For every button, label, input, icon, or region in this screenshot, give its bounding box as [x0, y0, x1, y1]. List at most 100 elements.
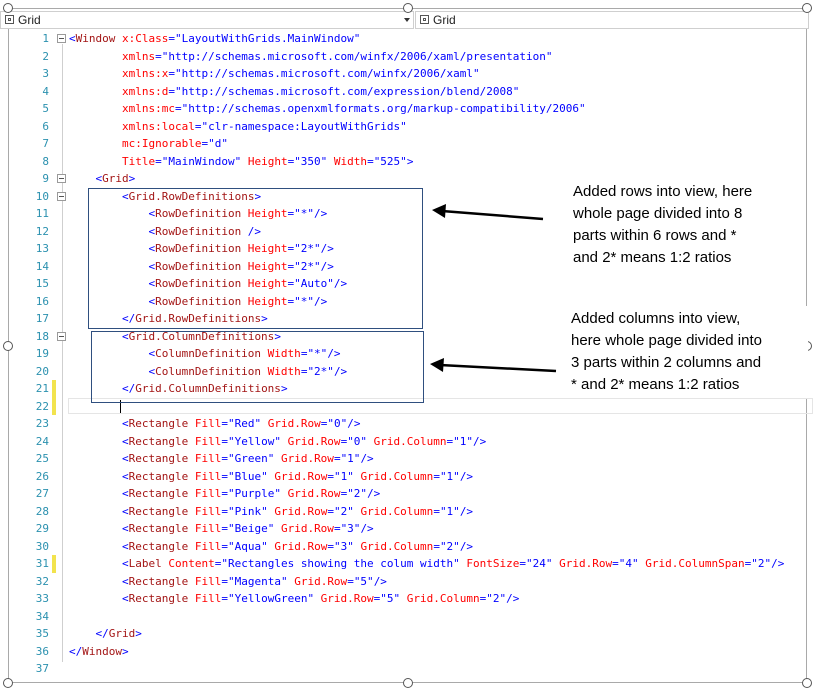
element-scope-label: Grid — [18, 13, 41, 27]
code-line[interactable]: 9 <Grid> — [0, 170, 815, 188]
line-number: 11 — [35, 207, 49, 220]
line-number: 5 — [42, 102, 49, 115]
code-text: xmlns:d="http://schemas.microsoft.com/ex… — [69, 83, 519, 101]
code-token: Grid.ColumnSpan — [638, 557, 745, 570]
code-token: Grid.Row — [261, 417, 321, 430]
code-token: = — [433, 539, 440, 553]
code-line[interactable]: 8 Title="MainWindow" Height="350" Width=… — [0, 153, 815, 171]
line-number: 24 — [35, 434, 49, 448]
code-text: <RowDefinition Height="2*"/> — [69, 258, 333, 276]
code-line[interactable]: 23 <Rectangle Fill="Red" Grid.Row="0"/> — [0, 415, 815, 433]
code-line[interactable]: 18 <Grid.ColumnDefinitions> — [0, 328, 815, 346]
code-token: = — [221, 452, 228, 465]
member-scope-dropdown[interactable]: Grid — [415, 11, 809, 29]
collapse-icon[interactable] — [57, 331, 66, 341]
code-token: < — [69, 207, 156, 220]
line-number: 3 — [42, 67, 49, 80]
code-line[interactable]: 15 <RowDefinition Height="Auto"/> — [0, 275, 815, 293]
code-line[interactable]: 1<Window x:Class="LayoutWithGrids.MainWi… — [0, 30, 815, 48]
code-line[interactable]: 33 <Rectangle Fill="YellowGreen" Grid.Ro… — [0, 590, 815, 608]
resize-handle-bottom-left[interactable] — [3, 678, 13, 688]
code-token: = — [612, 557, 619, 570]
code-line[interactable]: 29 <Rectangle Fill="Beige" Grid.Row="3"/… — [0, 520, 815, 538]
resize-handle-mid-left[interactable] — [3, 341, 13, 351]
code-line[interactable]: 20 <ColumnDefinition Width="2*"/> — [0, 363, 815, 381]
code-token: x:Class — [115, 32, 169, 45]
code-line[interactable]: 16 <RowDefinition Height="*"/> — [0, 293, 815, 311]
code-line[interactable]: 26 <Rectangle Fill="Blue" Grid.Row="1" G… — [0, 468, 815, 486]
code-line[interactable]: 31 <Label Content="Rectangles showing th… — [0, 555, 815, 573]
code-editor[interactable]: 1<Window x:Class="LayoutWithGrids.MainWi… — [0, 30, 815, 690]
code-token: Grid.Row — [267, 539, 328, 553]
code-line[interactable]: 2 xmlns="http://schemas.microsoft.com/wi… — [0, 48, 815, 66]
code-text: <Rectangle Fill="Aqua" Grid.Row="3" Grid… — [69, 538, 473, 556]
code-token: "*" — [307, 347, 328, 360]
code-token: Height — [241, 294, 288, 308]
code-line[interactable]: 25 <Rectangle Fill="Green" Grid.Row="1"/… — [0, 450, 815, 468]
code-token: < — [69, 557, 129, 570]
code-text: <Rectangle Fill="Blue" Grid.Row="1" Grid… — [69, 468, 473, 486]
code-line[interactable]: 21 </Grid.ColumnDefinitions> — [0, 380, 815, 398]
code-token: Grid.Row — [280, 434, 341, 448]
code-line[interactable]: 34 — [0, 608, 815, 626]
code-line[interactable]: 3 xmlns:x="http://schemas.microsoft.com/… — [0, 65, 815, 83]
code-line[interactable]: 12 <RowDefinition /> — [0, 223, 815, 241]
code-line[interactable]: 22 — [0, 397, 815, 415]
code-token: /> — [360, 452, 374, 465]
columns-annotation-line: here whole page divided into — [571, 332, 762, 349]
code-line[interactable]: 30 <Rectangle Fill="Aqua" Grid.Row="3" G… — [0, 538, 815, 556]
code-line[interactable]: 10 <Grid.RowDefinitions> — [0, 188, 815, 206]
element-scope-dropdown[interactable]: Grid — [0, 11, 414, 29]
code-token: Rectangle — [128, 434, 189, 448]
resize-handle-top-right[interactable] — [802, 3, 812, 13]
code-token: </ — [69, 627, 109, 640]
chevron-down-icon[interactable] — [404, 18, 410, 22]
code-line[interactable]: 35 </Grid> — [0, 625, 815, 643]
code-line[interactable]: 5 xmlns:mc="http://schemas.openxmlformat… — [0, 100, 815, 118]
collapse-icon[interactable] — [57, 34, 66, 43]
code-token: /> — [333, 364, 348, 378]
code-token: "3" — [340, 522, 361, 535]
code-token: "Aqua" — [227, 539, 268, 553]
code-token: Window — [75, 32, 116, 45]
code-line[interactable]: 11 <RowDefinition Height="*"/> — [0, 205, 815, 223]
code-line[interactable]: 32 <Rectangle Fill="Magenta" Grid.Row="5… — [0, 573, 815, 591]
resize-handle-bottom-right[interactable] — [802, 678, 812, 688]
code-line[interactable]: 27 <Rectangle Fill="Purple" Grid.Row="2"… — [0, 485, 815, 503]
code-token: "Magenta" — [227, 574, 288, 588]
collapse-icon[interactable] — [57, 191, 66, 201]
code-line[interactable]: 13 <RowDefinition Height="2*"/> — [0, 240, 815, 258]
code-token: = — [300, 347, 308, 360]
resize-handle-top-center[interactable] — [403, 3, 413, 13]
code-token: = — [340, 487, 348, 500]
code-token: /> — [360, 522, 374, 535]
line-number: 16 — [35, 294, 49, 308]
collapse-icon[interactable] — [57, 174, 66, 183]
code-line[interactable]: 37 — [0, 660, 815, 678]
code-token: "http://schemas.microsoft.com/expression… — [174, 84, 520, 98]
code-token: /> — [367, 487, 381, 500]
code-line[interactable]: 6 xmlns:local="clr-namespace:LayoutWithG… — [0, 118, 815, 136]
code-line[interactable]: 36</Window> — [0, 643, 815, 661]
code-token: "4" — [618, 557, 639, 570]
code-token: "1" — [439, 504, 460, 518]
code-token: "2" — [751, 557, 772, 570]
code-line[interactable]: 28 <Rectangle Fill="Pink" Grid.Row="2" G… — [0, 503, 815, 521]
line-number: 27 — [35, 487, 49, 500]
code-line[interactable]: 24 <Rectangle Fill="Yellow" Grid.Row="0"… — [0, 433, 815, 451]
code-token: = — [327, 539, 334, 553]
rows-annotation-line: whole page divided into 8 — [573, 205, 743, 222]
code-token: /> — [373, 574, 387, 588]
line-number: 8 — [42, 154, 49, 168]
resize-handle-bottom-center[interactable] — [403, 678, 413, 688]
code-line[interactable]: 19 <ColumnDefinition Width="*"/> — [0, 345, 815, 363]
code-line[interactable]: 14 <RowDefinition Height="2*"/> — [0, 258, 815, 276]
code-line[interactable]: 4 xmlns:d="http://schemas.microsoft.com/… — [0, 83, 815, 101]
code-token: = — [168, 84, 175, 98]
code-line[interactable]: 17 </Grid.RowDefinitions> — [0, 310, 815, 328]
code-line[interactable]: 7 mc:Ignorable="d" — [0, 135, 815, 153]
code-text: <RowDefinition Height="Auto"/> — [69, 275, 347, 293]
code-token: > — [254, 189, 262, 203]
resize-handle-top-left[interactable] — [3, 3, 13, 13]
line-number: 7 — [42, 137, 49, 150]
